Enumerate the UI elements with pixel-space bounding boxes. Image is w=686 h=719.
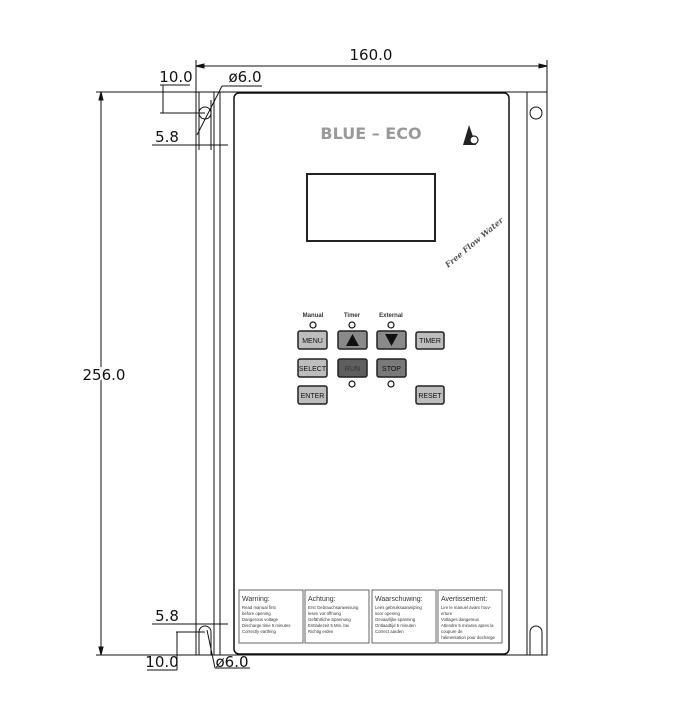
indicator-label-manual: Manual (303, 313, 324, 319)
warning-line: Gevaarlijke spanning (375, 617, 416, 622)
timer-button-label: TIMER (419, 338, 441, 345)
mount-slot-bottom-left (198, 625, 212, 655)
bottom-offset-dimension: 10.0 (145, 653, 178, 671)
select-button-label: SELECT (299, 366, 327, 373)
warning-line: erture (441, 611, 453, 616)
led-manual (309, 321, 317, 329)
select-button[interactable]: SELECT (297, 358, 328, 378)
warning-line: l'alimentation pour decharge (441, 635, 495, 640)
warning-line: Read manual first (242, 605, 276, 610)
front-panel (233, 92, 510, 655)
warning-line: Dangerous voltage (242, 617, 279, 622)
enter-button-label: ENTER (301, 393, 325, 400)
led-timer (348, 321, 356, 329)
warning-title: Waarschuwing: (375, 596, 423, 603)
down-arrow-icon (385, 334, 398, 346)
top-edge-dimension: 5.8 (155, 128, 179, 146)
warning-line: Entladezeit 5 Min. bei (308, 623, 349, 628)
timer-button[interactable]: TIMER (415, 331, 445, 350)
mount-slot-bottom-right (529, 625, 543, 655)
run-button[interactable]: RUN (337, 358, 368, 378)
warning-line: Correctly earthing (242, 629, 277, 634)
warning-line: Voltages dangereux (441, 617, 480, 622)
warning-line: Discharge time 5 minutes (242, 623, 290, 628)
lcd-display (306, 173, 436, 242)
indicator-label-external: External (379, 313, 403, 319)
up-button[interactable] (337, 330, 368, 350)
warning-line: Correct aarden (375, 629, 404, 634)
reset-button[interactable]: RESET (415, 385, 445, 405)
warning-box: Waarschuwing: Lees gebruiksaanwijzingvoor… (371, 589, 437, 644)
warning-line: Erst Gebrauchsanweisung (308, 605, 359, 610)
warning-line: coupure de (441, 629, 463, 634)
reset-button-label: RESET (418, 393, 442, 400)
menu-button[interactable]: MENU (297, 330, 328, 350)
up-arrow-icon (346, 334, 359, 346)
led-run (348, 380, 356, 388)
top-hole-dimension: ø6.0 (228, 68, 261, 86)
warning-line: lesen vor öffnung (308, 611, 341, 616)
top-offset-dimension: 10.0 (159, 68, 192, 86)
led-stop (387, 380, 395, 388)
mount-hole-top-right (529, 106, 543, 120)
warning-line: Richtig erden (308, 629, 334, 634)
brand-logo-icon (463, 125, 479, 145)
warning-title: Warning: (242, 596, 270, 603)
enter-button[interactable]: ENTER (297, 385, 328, 405)
brand-logo-text: BLUE – ECO (320, 124, 421, 143)
warning-title: Avertissement: (441, 596, 487, 603)
enclosure-outline (195, 91, 548, 656)
bottom-edge-dimension: 5.8 (155, 607, 179, 625)
warning-line: Ontlaadtijd 5 minuten (375, 623, 416, 628)
width-dimension: 160.0 (350, 46, 393, 64)
height-dimension: 256.0 (83, 366, 126, 384)
stop-button[interactable]: STOP (376, 358, 407, 378)
warning-line: Attendre 5 minutes apres la (441, 623, 494, 628)
led-external (387, 321, 395, 329)
run-button-label: RUN (345, 366, 360, 373)
warning-title: Achtung: (308, 596, 336, 603)
warning-line: voor opening (375, 611, 400, 616)
down-button[interactable] (376, 330, 407, 350)
warning-box: Avertissement: Lire le manuel avant l'ouv… (437, 589, 503, 644)
warning-line: Gefährliche Spannung (308, 617, 351, 622)
bottom-hole-dimension: ø6.0 (215, 653, 248, 671)
warning-line: Lire le manuel avant l'ouv- (441, 605, 492, 610)
menu-button-label: MENU (302, 338, 323, 345)
warning-line: before opening (242, 611, 271, 616)
indicator-label-timer: Timer (344, 313, 361, 319)
warning-line: Lees gebruiksaanwijzing (375, 605, 422, 610)
stop-button-label: STOP (382, 366, 401, 373)
